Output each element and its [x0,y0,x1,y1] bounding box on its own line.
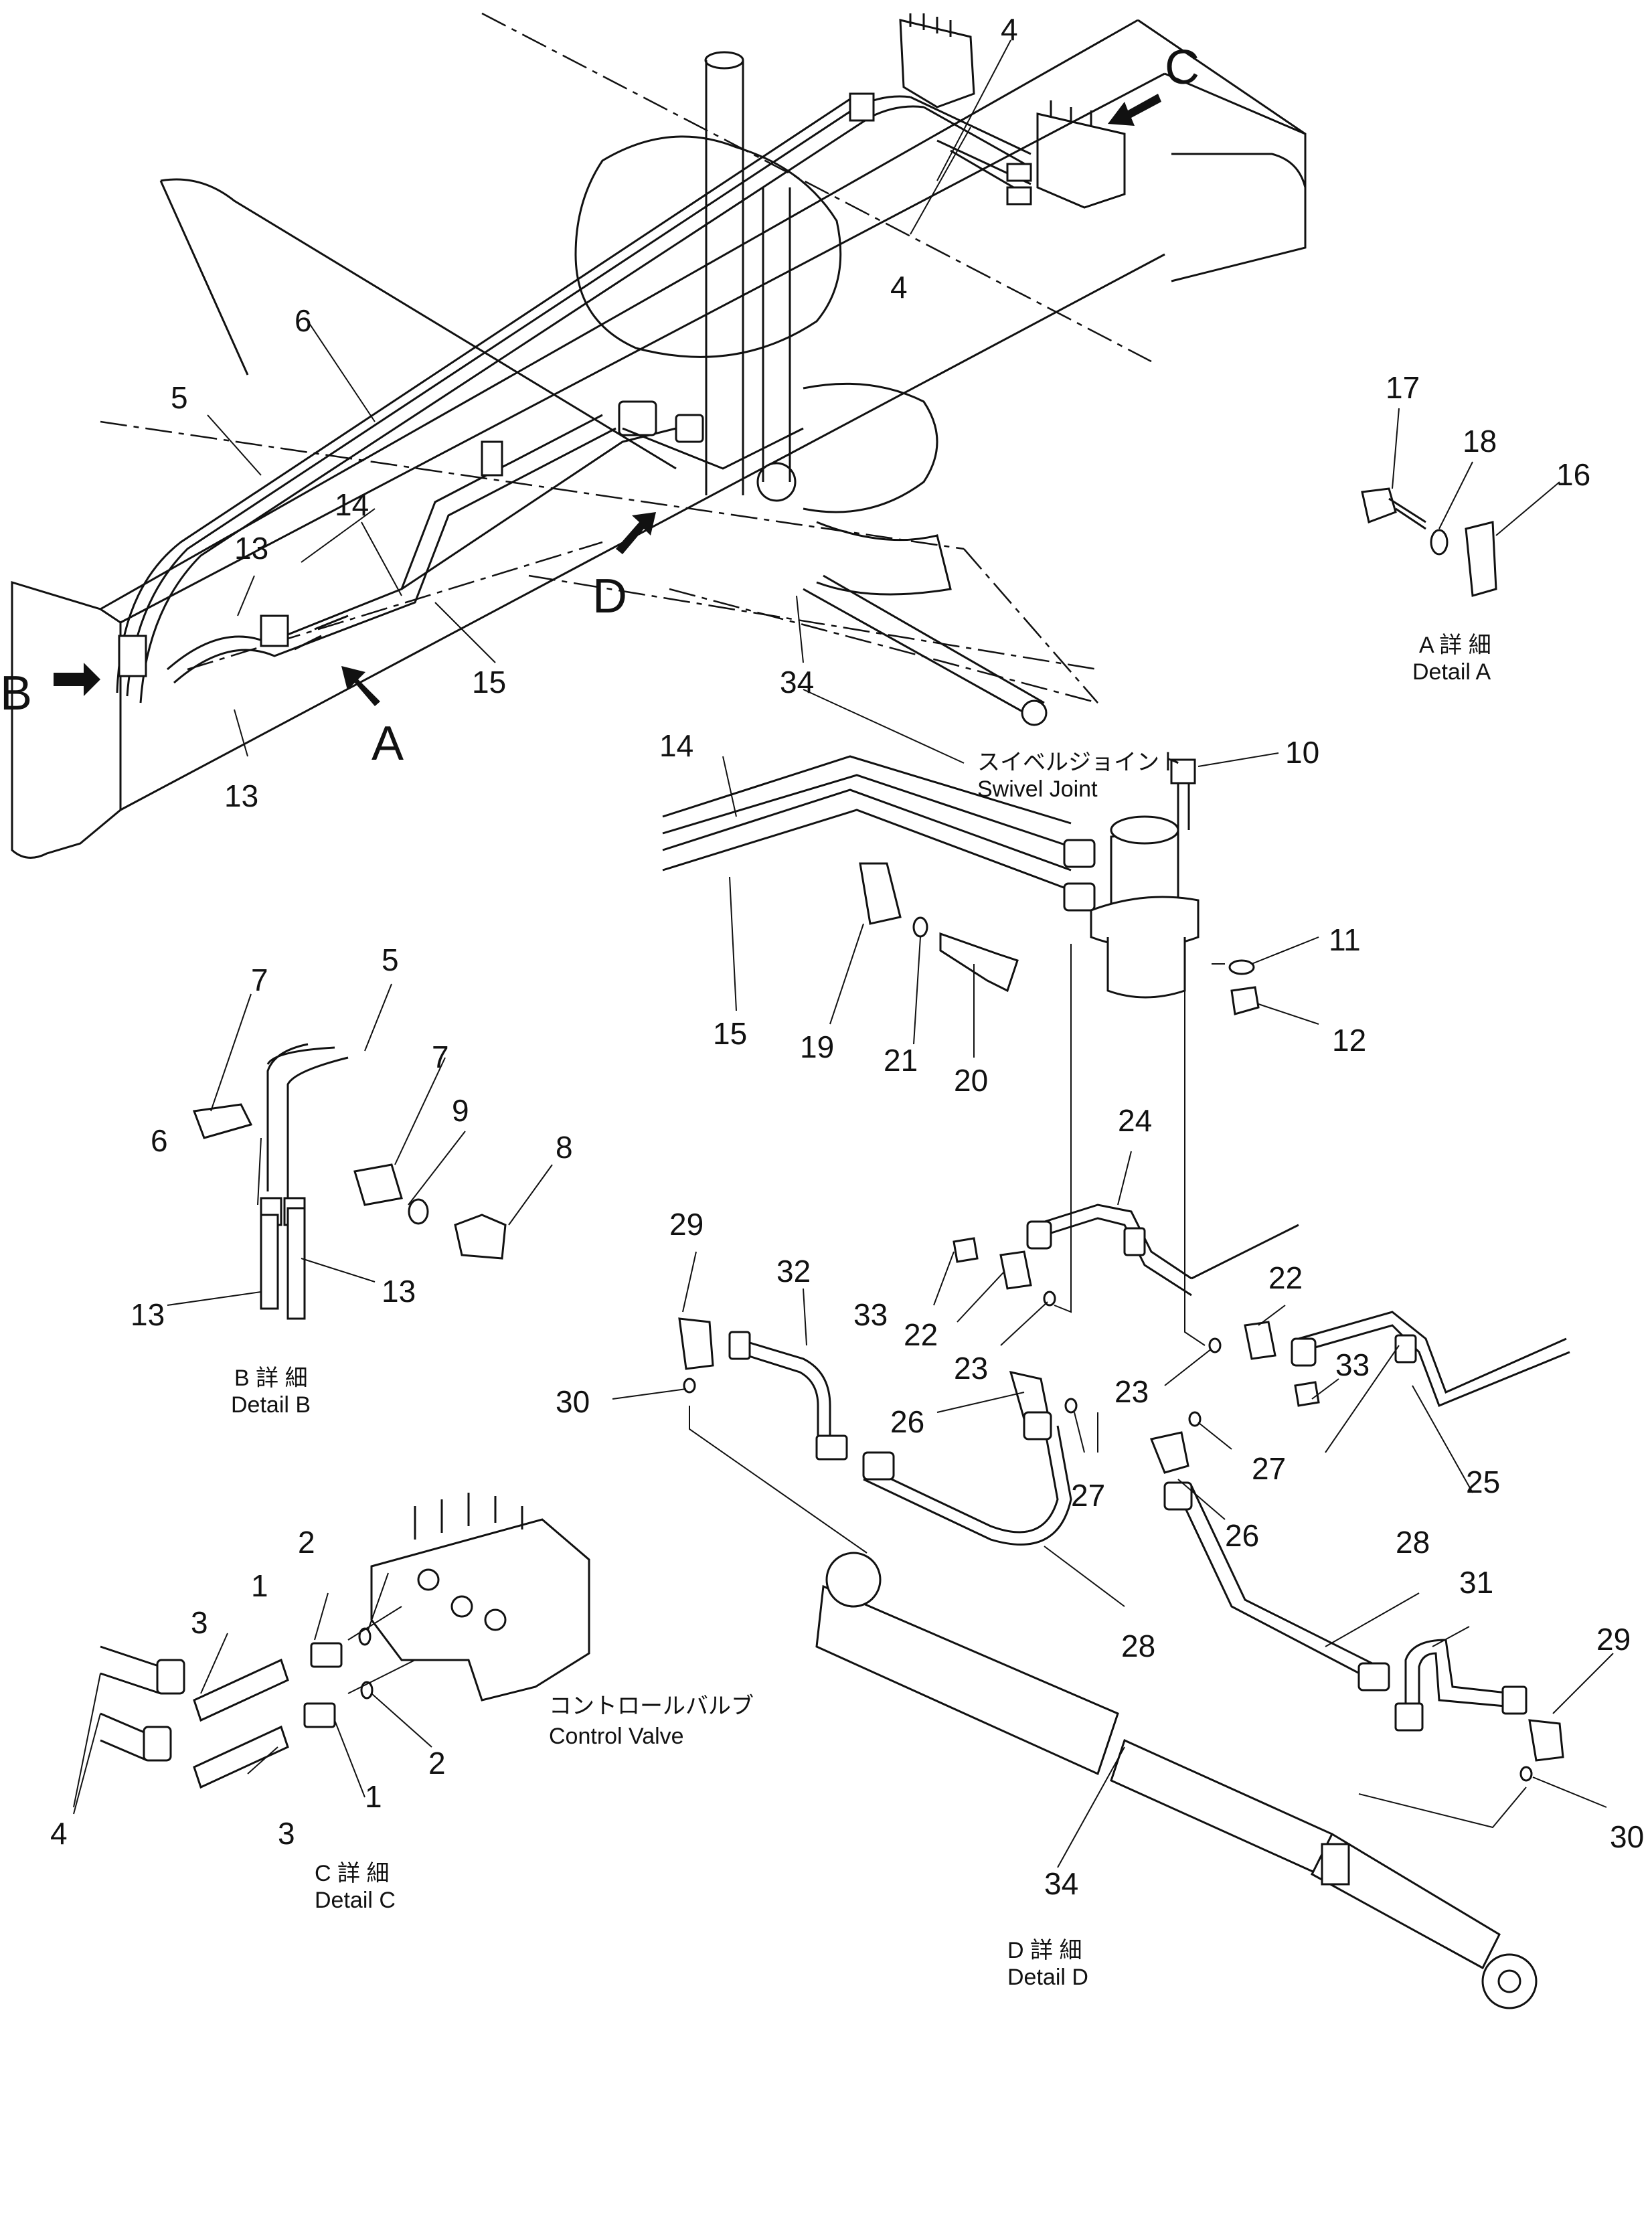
view-arrow-d [616,512,656,554]
callout-13: 13 [131,1297,165,1332]
callout-12: 12 [1332,1023,1366,1058]
machine-frame-assembly [11,12,1307,859]
callout-1: 1 [365,1779,382,1814]
callout-30: 30 [1610,1819,1644,1854]
view-label-d: D [592,570,627,623]
view-letters: C B A D [0,41,1200,770]
callout-27: 27 [1252,1451,1286,1486]
callout-26: 26 [890,1404,924,1439]
callout-29: 29 [1596,1622,1631,1657]
callout-33: 33 [853,1297,888,1332]
callout-26: 26 [1225,1518,1259,1553]
callout-19: 19 [800,1029,834,1064]
callout-6: 6 [295,303,312,338]
view-arrow-c [1108,94,1161,126]
callout-34: 34 [1044,1866,1078,1901]
detail-captions: A 詳 細 Detail A B 詳 細 Detail B C 詳 細 Deta… [231,633,1491,1990]
callout-13: 13 [382,1274,416,1309]
callout-32: 32 [776,1254,811,1289]
view-label-c: C [1165,41,1200,94]
detail-c-group [100,1493,590,1789]
detail-c-caption-jp: C 詳 細 [315,1861,389,1886]
callout-3: 3 [278,1816,295,1851]
callout-13: 13 [224,778,258,813]
leader-lines [73,39,1614,1868]
detail-b-caption-en: Detail B [231,1392,311,1418]
callout-34: 34 [780,665,814,699]
callout-21: 21 [884,1043,918,1078]
callout-1: 1 [251,1568,268,1603]
callout-22: 22 [1268,1260,1303,1295]
callout-2: 2 [428,1746,446,1781]
control-valve-caption-en: Control Valve [549,1724,684,1749]
callout-4: 4 [890,270,908,305]
callout-8: 8 [556,1130,573,1165]
callout-4: 4 [50,1816,68,1851]
detail-a-group [1361,487,1497,597]
callout-16: 16 [1556,457,1590,492]
callout-15: 15 [713,1016,747,1051]
callout-23: 23 [954,1351,988,1386]
detail-b-caption-jp: B 詳 細 [234,1365,308,1391]
callout-14: 14 [335,487,369,522]
callout-33: 33 [1335,1347,1370,1382]
view-arrow-a [341,666,380,706]
detail-c-caption-en: Detail C [315,1888,396,1913]
detail-a-caption-en: Detail A [1412,659,1491,685]
callout-27: 27 [1071,1478,1105,1513]
detail-d-caption-en: Detail D [1007,1965,1088,1990]
callout-15: 15 [472,665,506,699]
view-label-b: B [0,667,32,720]
callout-11: 11 [1329,922,1361,957]
callout-28: 28 [1396,1525,1430,1560]
part-callout-numbers: 4 4 6 5 14 13 13 15 34 17 18 16 14 10 15… [50,12,1644,1901]
view-arrow-b [54,663,100,696]
detail-b-group [192,1043,507,1320]
callout-6: 6 [151,1123,168,1158]
callout-18: 18 [1463,424,1497,459]
callout-14: 14 [659,728,693,763]
callout-20: 20 [954,1063,988,1098]
callout-17: 17 [1386,370,1420,405]
callout-29: 29 [669,1207,704,1242]
callout-2: 2 [298,1525,315,1560]
callout-7: 7 [432,1040,449,1074]
swivel-joint-caption-jp: スイベルジョイント [977,750,1182,775]
control-valve-caption-jp: コントロールバルブ [549,1693,754,1719]
callout-5: 5 [382,942,399,977]
control-valve-top [849,13,1126,209]
callout-25: 25 [1466,1465,1500,1499]
callout-10: 10 [1285,735,1319,770]
callout-31: 31 [1459,1565,1493,1600]
detail-d-group [678,944,1570,2009]
view-label-a: A [371,717,404,770]
detail-d-caption-jp: D 詳 細 [1007,1938,1082,1963]
detail-a-caption-jp: A 詳 細 [1419,633,1491,658]
callout-23: 23 [1114,1374,1149,1409]
callout-3: 3 [191,1605,208,1640]
callout-5: 5 [171,380,188,415]
swivel-joint-detail [662,755,1260,1015]
callout-9: 9 [452,1093,469,1128]
callout-24: 24 [1118,1103,1152,1138]
callout-30: 30 [556,1384,590,1419]
callout-22: 22 [904,1317,938,1352]
callout-4: 4 [1001,12,1018,47]
callout-13: 13 [234,531,268,566]
swivel-joint-caption-en: Swivel Joint [977,776,1098,802]
callout-28: 28 [1121,1629,1155,1663]
callout-7: 7 [251,963,268,997]
